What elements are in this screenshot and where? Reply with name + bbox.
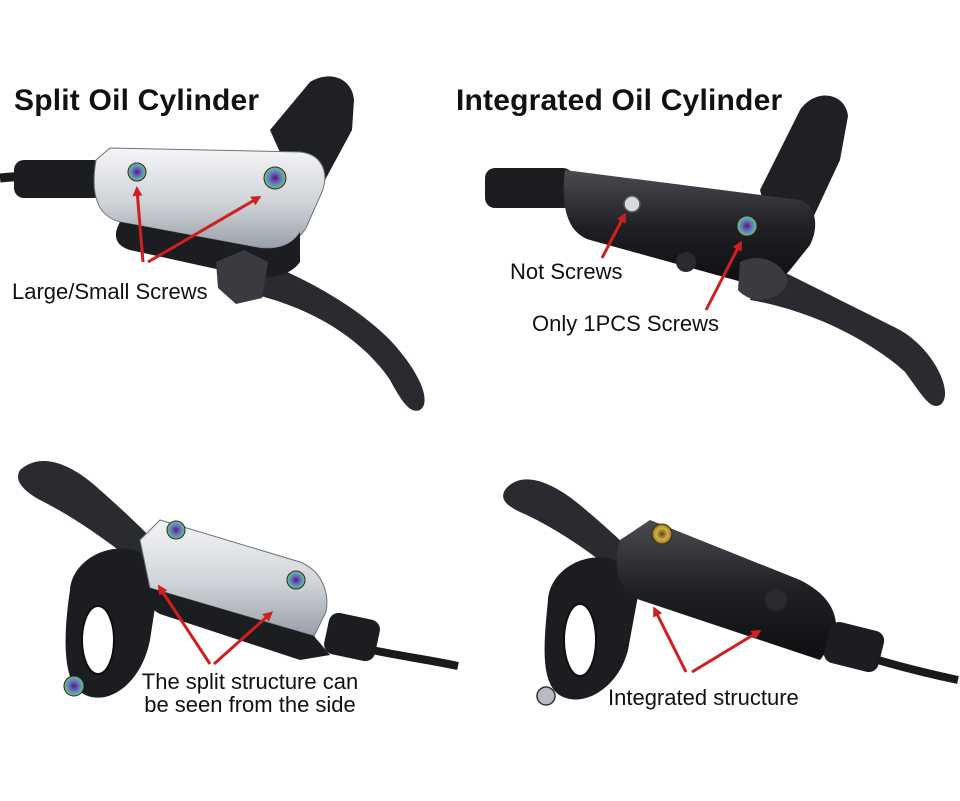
bite-point-knob <box>676 252 696 272</box>
arrow-small-screw <box>147 195 262 264</box>
hose-boot <box>14 160 104 198</box>
lever-blade <box>503 479 632 570</box>
integrated-lever-top-view <box>485 95 946 406</box>
silver-master-cylinder <box>139 519 328 637</box>
split-lever-side-view <box>18 460 459 698</box>
lever-blade <box>230 250 425 411</box>
large-screw <box>127 162 147 182</box>
gold-bleed-cap <box>651 523 673 545</box>
arrow-integrated-1 <box>653 606 688 673</box>
hose <box>371 646 459 670</box>
top-screw <box>166 520 186 540</box>
arrow-one-screw <box>704 240 742 311</box>
bite-knob <box>765 589 787 611</box>
integrated-lever-side-view <box>503 479 959 706</box>
split-lever-top-view <box>0 76 425 411</box>
rear-screw <box>286 570 306 590</box>
reach-knob <box>216 250 268 304</box>
small-screw <box>263 166 287 190</box>
clamp-bolt <box>63 675 85 697</box>
black-master-cylinder <box>616 520 837 660</box>
label-large-small-screws: Large/Small Screws <box>12 279 208 304</box>
label-only-1pcs-screws: Only 1PCS Screws <box>532 311 720 336</box>
arrow-split-side-2 <box>213 611 273 666</box>
title-integrated-oil-cylinder: Integrated Oil Cylinder <box>456 84 783 117</box>
arrow-split-side-1 <box>157 584 212 665</box>
hose-boot <box>324 612 380 662</box>
hose <box>876 656 959 684</box>
hose-boot <box>485 168 573 208</box>
clamp-bore <box>563 603 597 677</box>
label-split-structure-line1: The split structure can <box>141 669 359 694</box>
arrow-integrated-2 <box>691 629 762 674</box>
lever-blade <box>750 260 946 406</box>
single-screw <box>736 215 758 237</box>
title-split-oil-cylinder: Split Oil Cylinder <box>14 84 260 117</box>
pivot-cap <box>738 258 788 300</box>
label-integrated-structure: Integrated structure <box>608 685 799 710</box>
label-split-structure-side: The split structure can be seen from the… <box>120 670 380 716</box>
label-split-structure-line2: be seen from the side <box>144 692 356 718</box>
black-reservoir-body <box>148 588 330 660</box>
plain-hole <box>623 195 641 213</box>
label-not-screws: Not Screws <box>510 259 623 284</box>
hose-boot <box>823 621 885 673</box>
clamp-bolt <box>536 686 556 706</box>
lever-blade <box>18 460 171 575</box>
arrow-not-screws <box>600 212 626 259</box>
clamp-bore <box>81 605 115 675</box>
arrow-large-screw <box>132 186 145 263</box>
